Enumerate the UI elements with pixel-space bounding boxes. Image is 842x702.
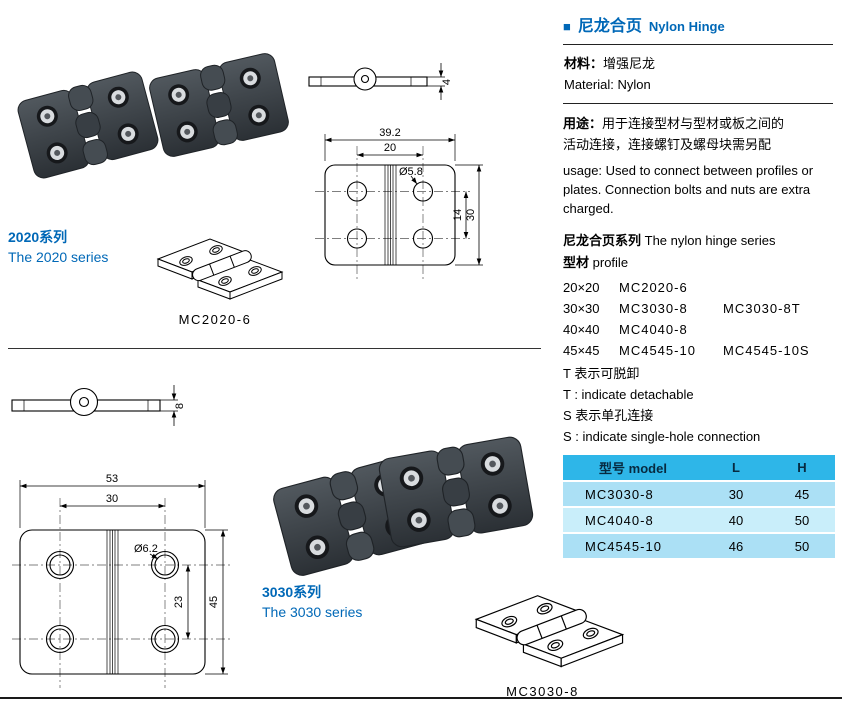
drawing-edge-view-2020: 4	[308, 63, 453, 100]
series-2020-label-en: The 2020 series	[8, 249, 109, 265]
usage-text-zh-1: 用于连接型材与型材或板之间的	[602, 116, 785, 131]
usage-label-zh: 用途：	[563, 116, 603, 131]
dim-2020-hole-span-y: 14	[452, 209, 464, 221]
usage-section-zh: 用途：用于连接型材与型材或板之间的 活动连接，连接螺钉及螺母块需另配	[563, 104, 833, 155]
series-heading-zh: 尼龙合页系列	[563, 233, 642, 248]
bullet-square-icon: ■	[563, 19, 571, 34]
dim-3030-hole-span-x: 30	[106, 493, 118, 505]
material-line-en: Material: Nylon	[564, 77, 651, 92]
profile-heading-zh: 型材	[563, 255, 590, 270]
material-value-zh: 增强尼龙	[603, 56, 656, 71]
spec-table-row: MC4545-10 46 50	[563, 534, 835, 560]
dim-2020-width: 39.2	[379, 127, 400, 139]
info-panel: ■ 尼龙合页 Nylon Hinge 材料：增强尼龙 Material: Nyl…	[563, 8, 833, 447]
note-line: T : indicate detachable	[563, 387, 694, 402]
title-rule	[563, 44, 833, 45]
dim-3030-hole-span-y: 23	[173, 596, 185, 608]
dim-2020-hole-dia: Ø5.8	[399, 166, 423, 178]
notes-section: T 表示可脱卸 T : indicate detachable S 表示单孔连接…	[563, 363, 833, 447]
dim-3030-thickness: 8	[174, 403, 186, 409]
drawing-front-view-2020: 39.2 20 Ø5.8 14 30	[315, 127, 483, 281]
usage-text-en: usage: Used to connect between profiles …	[563, 163, 814, 216]
dim-2020-height: 30	[465, 209, 477, 221]
spec-table-header-model: 型号 model	[563, 455, 703, 482]
page-title-en: Nylon Hinge	[648, 19, 725, 34]
dim-3030-height: 45	[208, 596, 220, 608]
spec-table-header-l: L	[703, 455, 769, 482]
profile-heading-en: profile	[592, 255, 629, 270]
spec-table-header-h: H	[769, 455, 835, 482]
drawing-edge-view-3030: 8	[11, 385, 186, 426]
spec-table-row: MC4040-8 40 50	[563, 508, 835, 534]
series-heading: 尼龙合页系列 The nylon hinge series	[563, 231, 833, 251]
dim-2020-thickness: 4	[441, 79, 453, 85]
profile-heading: 型材 profile	[563, 253, 833, 273]
page-bottom-rule	[0, 697, 842, 699]
usage-text-zh-2: 活动连接，连接螺钉及螺母块需另配	[563, 137, 772, 152]
page-title-zh: 尼龙合页	[577, 18, 642, 35]
series-2020-label: 2020系列 The 2020 series	[8, 227, 108, 267]
model-label-3030: MC3030-8	[506, 684, 579, 699]
drawing-iso-2020	[157, 238, 283, 300]
model-label-2020: MC2020-6	[178, 312, 252, 327]
material-section: 材料：增强尼龙 Material: Nylon	[563, 45, 833, 103]
page-title: ■ 尼龙合页 Nylon Hinge	[563, 8, 833, 44]
dim-2020-hole-span-x: 20	[384, 142, 396, 154]
dim-3030-width: 53	[106, 473, 118, 485]
note-line: T 表示可脱卸	[563, 366, 640, 381]
series-2020-label-zh: 2020系列	[8, 229, 68, 245]
series-heading-en: The nylon hinge series	[644, 233, 776, 248]
spec-table-header-row: 型号 model L H	[563, 455, 835, 482]
section-divider	[8, 348, 541, 349]
drawing-iso-3030	[475, 595, 624, 668]
material-rule	[563, 103, 833, 104]
drawing-front-view-3030: 53 30 Ø6.2 23 45	[12, 473, 232, 688]
series-3030-label-zh: 3030系列	[262, 584, 322, 600]
series-3030-label: 3030系列 The 3030 series	[262, 582, 362, 622]
material-label-zh: 材料：	[564, 56, 604, 71]
spec-table: 型号 model L H MC3030-8 30 45 MC4040-8 40 …	[563, 455, 835, 560]
series-3030-label-en: The 3030 series	[262, 604, 363, 620]
note-line: S : indicate single-hole connection	[563, 429, 761, 444]
photo-2020-hinges	[15, 51, 291, 181]
spec-table-row: MC3030-8 30 45	[563, 482, 835, 508]
note-line: S 表示单孔连接	[563, 408, 654, 423]
dim-3030-hole-dia: Ø6.2	[134, 543, 158, 555]
photo-3030-hinges	[270, 434, 535, 579]
